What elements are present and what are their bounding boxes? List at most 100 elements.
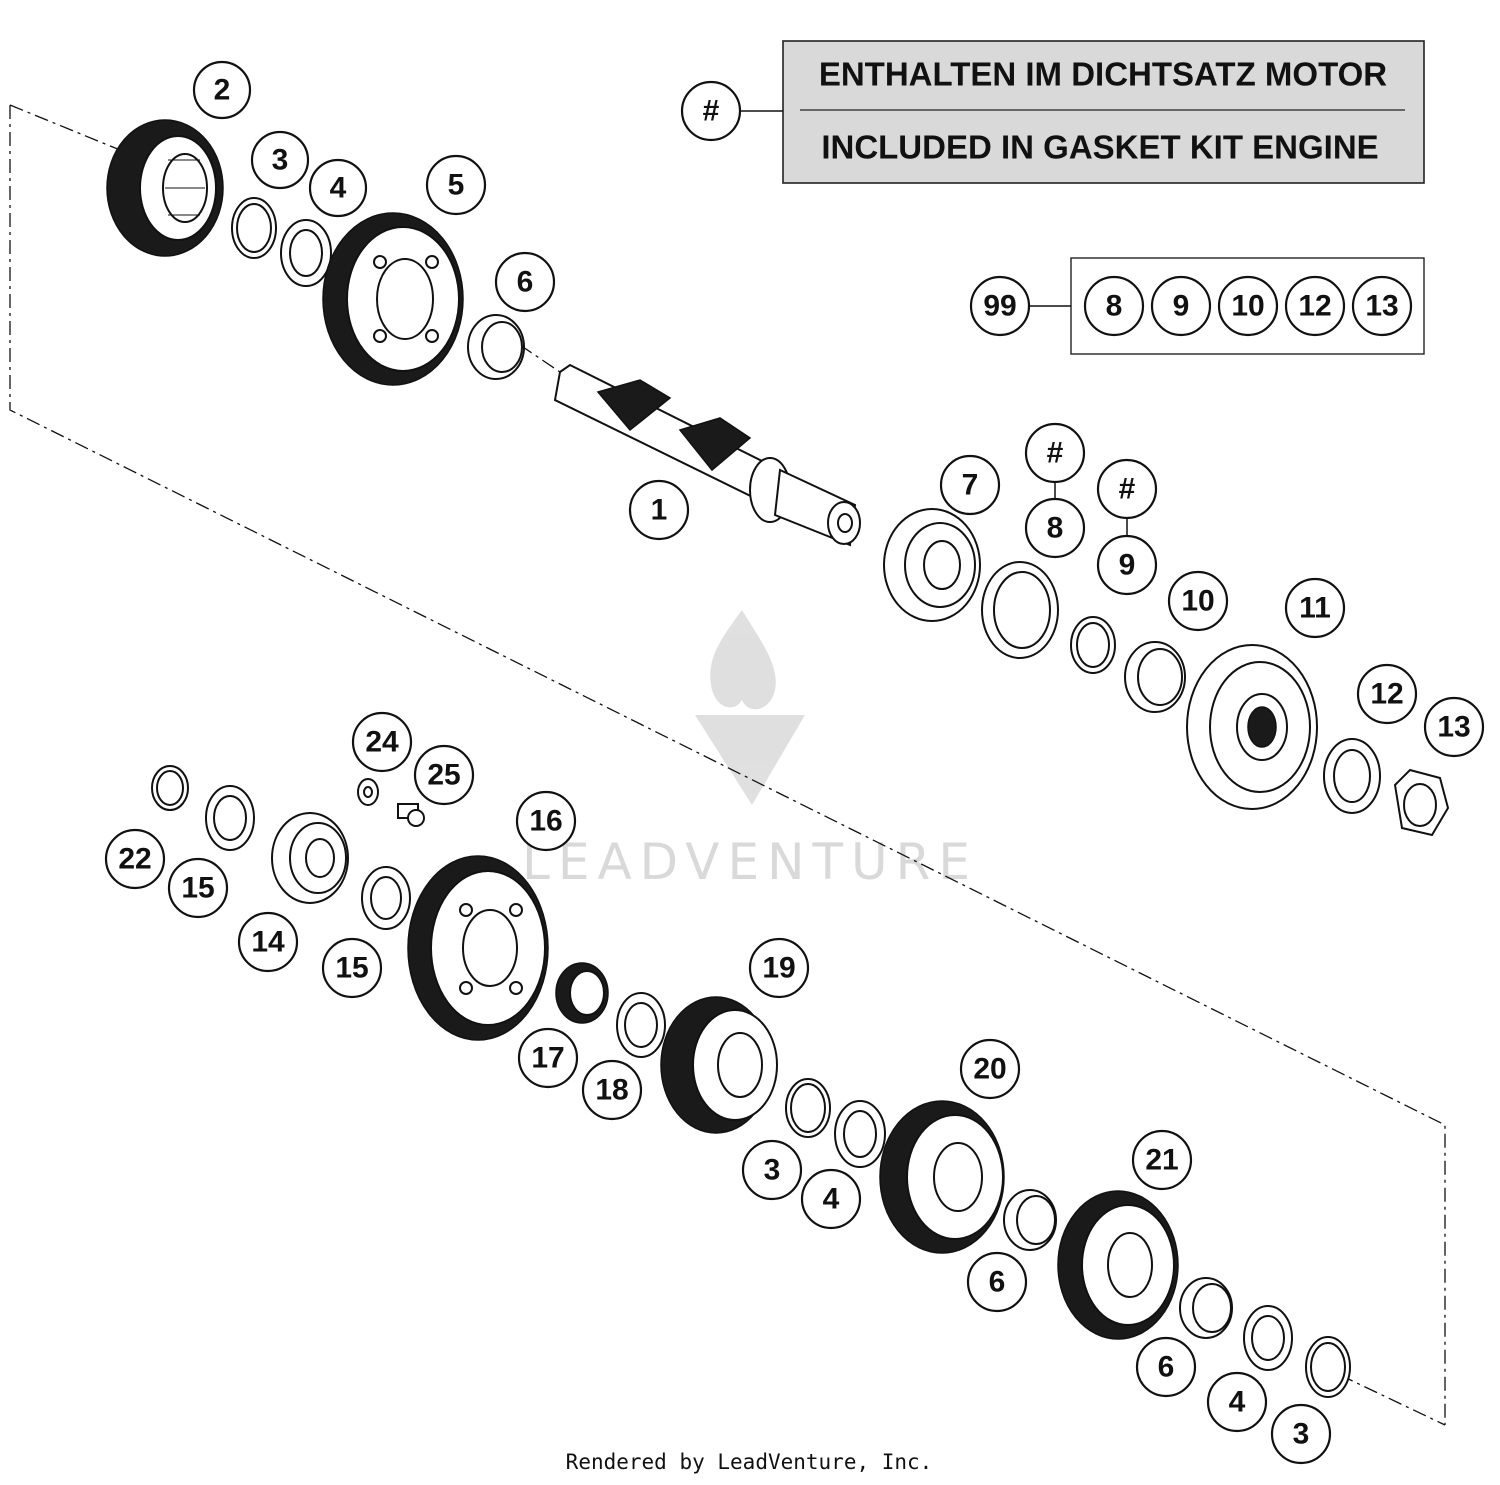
callout-8-group: # 8 [1024,422,1086,559]
legend-text-en: INCLUDED IN GASKET KIT ENGINE [821,129,1378,166]
svg-text:24: 24 [365,726,399,759]
part-20-gear [879,1100,1005,1254]
part-1-shaft [553,363,861,547]
svg-text:15: 15 [335,952,368,985]
svg-text:19: 19 [762,952,795,985]
svg-text:21: 21 [1145,1144,1178,1177]
part-4-washer-upper [280,219,332,287]
svg-text:13: 13 [1437,711,1470,744]
callout-12: 12 [1356,663,1418,725]
kit-99-group: 99 8 9 10 12 13 [969,257,1425,355]
callout-3-mid: 3 [741,1139,803,1201]
callout-1: 1 [628,479,690,541]
svg-text:22: 22 [118,843,151,876]
svg-text:15: 15 [181,872,214,905]
gasket-kit-legend: ENTHALTEN IM DICHTSATZ MOTOR INCLUDED IN… [680,40,1425,184]
svg-text:1: 1 [651,494,668,527]
svg-text:11: 11 [1299,592,1331,625]
part-11-sprocket [1186,644,1318,810]
svg-text:4: 4 [1229,1386,1246,1419]
part-6-bushing-upper [467,314,525,380]
callout-6-lower: 6 [1135,1336,1197,1398]
callout-18: 18 [581,1059,643,1121]
part-6-bushing-mid [1003,1189,1057,1251]
callout-21: 21 [1131,1129,1193,1191]
callout-25: 25 [413,744,475,806]
part-24-washer-small [357,778,379,806]
callout-19: 19 [748,937,810,999]
callout-20: 20 [959,1038,1021,1100]
part-7-bearing [883,508,981,622]
part-9-oring [1070,616,1116,674]
part-3-ring-upper [231,197,277,259]
part-3-ring-mid [785,1078,831,1138]
callout-22: 22 [104,828,166,890]
callout-3-lower: 3 [1270,1403,1332,1465]
kit-item-10: 10 [1231,290,1264,323]
callout-4-lower: 4 [1206,1371,1268,1433]
callout-24: 24 [351,711,413,773]
part-2-gear [106,119,224,257]
part-21-gear [1057,1190,1179,1340]
svg-text:6: 6 [517,266,534,299]
svg-text:6: 6 [989,1266,1006,1299]
callout-4-mid: 4 [800,1168,862,1230]
svg-text:14: 14 [251,926,285,959]
svg-text:18: 18 [595,1074,628,1107]
watermark-text: LEADVENTURE [522,833,978,891]
part-18-washer [616,992,666,1058]
watermark-flame-icon [695,610,805,805]
part-17-needle-bearing [555,962,609,1024]
callout-4-upper: 4 [308,158,368,218]
part-25-screw [397,803,425,827]
svg-text:12: 12 [1370,678,1403,711]
svg-text:6: 6 [1158,1351,1175,1384]
svg-text:9: 9 [1119,549,1136,582]
callout-13: 13 [1423,696,1485,758]
svg-text:20: 20 [973,1053,1006,1086]
rendered-by-credit: Rendered by LeadVenture, Inc. [566,1450,933,1474]
part-5-gear [322,212,464,386]
part-4-washer-lower [1243,1305,1293,1371]
part-13-nut [1393,768,1450,837]
svg-text:17: 17 [531,1042,564,1075]
svg-text:7: 7 [962,469,979,502]
part-22-circlip [151,765,189,811]
part-10-spacer [1124,641,1186,713]
svg-text:#: # [1119,473,1136,506]
callout-15-a: 15 [167,857,229,919]
svg-text:4: 4 [330,172,347,205]
callout-14: 14 [237,911,299,973]
svg-text:#: # [1047,437,1064,470]
svg-text:3: 3 [1293,1418,1310,1451]
part-19-gear [660,996,778,1134]
callout-10: 10 [1167,570,1229,632]
part-15-washer-a [205,785,255,851]
kit-item-13: 13 [1365,290,1398,323]
callout-6-mid: 6 [966,1251,1028,1313]
legend-text-de: ENTHALTEN IM DICHTSATZ MOTOR [819,56,1387,93]
kit-item-12: 12 [1298,290,1331,323]
part-8-seal [981,561,1059,659]
svg-text:3: 3 [272,144,289,177]
callout-7: 7 [939,454,1001,516]
callout-17: 17 [517,1027,579,1089]
callout-5: 5 [425,154,487,216]
kit-item-8: 8 [1106,290,1123,323]
part-6-bushing-lower [1179,1277,1233,1339]
part-14-bearing [271,812,349,904]
svg-text:16: 16 [529,805,562,838]
part-15-washer-b [361,866,411,930]
callout-11: 11 [1284,577,1346,639]
callout-2: 2 [192,60,252,120]
svg-text:5: 5 [448,169,465,202]
callout-16: 16 [515,790,577,852]
callout-3-upper: 3 [250,130,310,190]
callout-9-group: # 9 [1096,458,1158,596]
svg-text:8: 8 [1047,512,1064,545]
callout-6-upper: 6 [494,251,556,313]
svg-text:2: 2 [214,74,231,107]
svg-text:25: 25 [427,759,460,792]
part-16-gear [407,855,549,1041]
